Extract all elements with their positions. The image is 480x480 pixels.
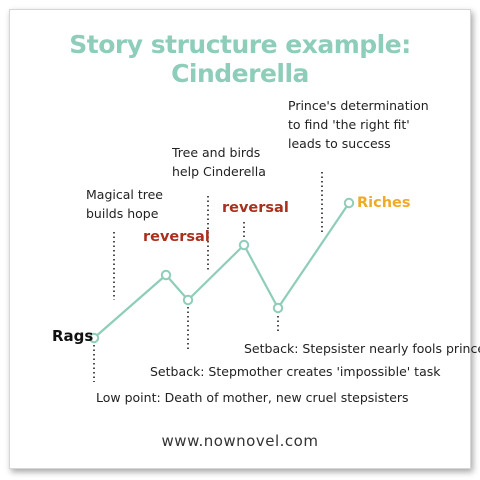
annotation-setback-stepsister: Setback: Stepsister nearly fools prince <box>244 341 480 356</box>
annotation-low-point: Low point: Death of mother, new cruel st… <box>96 390 409 405</box>
label-riches: Riches <box>357 195 411 211</box>
annotation-line: Prince's determination <box>288 98 429 113</box>
diagram-title: Story structure example: Cinderella <box>69 30 411 88</box>
node-riches <box>343 197 355 209</box>
story-arc-line <box>93 202 350 339</box>
annotation-line: Magical tree <box>86 187 163 202</box>
annotation-magical-tree: Magical tree builds hope <box>86 185 163 223</box>
annotation-line: to find 'the right fit' <box>288 117 410 132</box>
annotation-prince: Prince's determination to find 'the righ… <box>288 96 429 153</box>
annotation-setback-stepmother: Setback: Stepmother creates 'impossible'… <box>150 364 441 379</box>
annotation-line: builds hope <box>86 206 159 221</box>
annotation-line: Tree and birds <box>172 145 261 160</box>
annotation-line: help Cinderella <box>172 164 266 179</box>
node-reversal-2 <box>238 239 250 251</box>
node-reversal-1 <box>160 269 172 281</box>
annotation-tree-and-birds: Tree and birds help Cinderella <box>172 143 266 181</box>
label-reversal-2: reversal <box>222 200 289 216</box>
node-rags <box>88 332 100 344</box>
footer-url: www.nownovel.com <box>161 432 319 450</box>
annotation-line: leads to success <box>288 136 391 151</box>
label-reversal-1: reversal <box>143 229 210 245</box>
node-setback-2 <box>272 302 284 314</box>
figure-frame <box>9 9 471 469</box>
node-setback-1 <box>182 294 194 306</box>
label-rags: Rags <box>52 327 94 345</box>
